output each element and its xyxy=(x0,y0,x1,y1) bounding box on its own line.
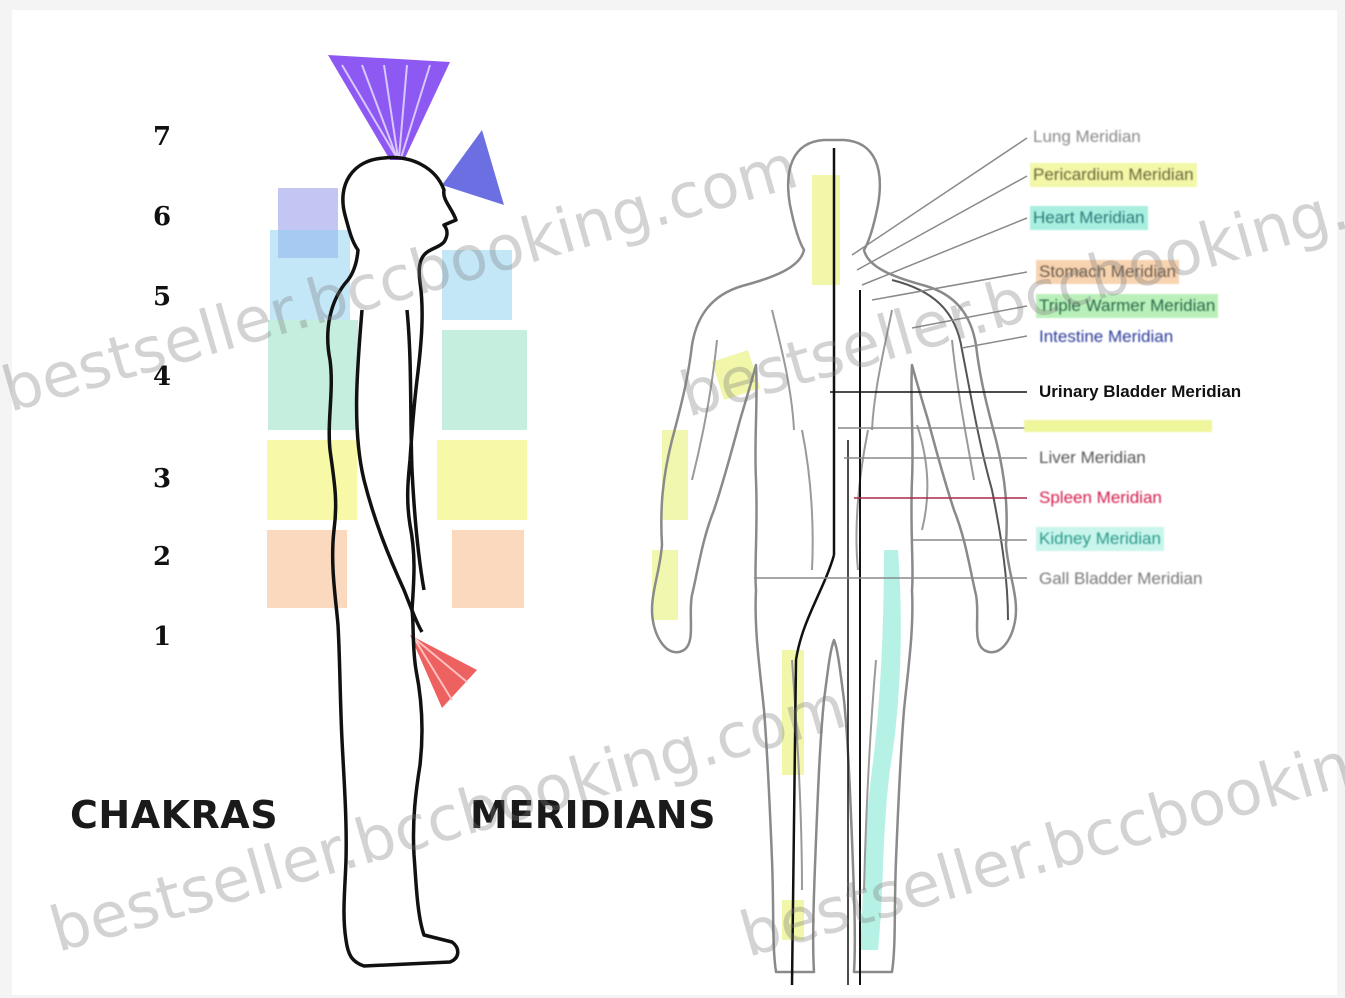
chakra-band-3-right xyxy=(437,440,527,520)
leader-lines xyxy=(754,138,1027,578)
third-eye-chakra-funnel xyxy=(442,130,504,205)
chakra-band-3 xyxy=(267,440,357,520)
chakra-number-3: 3 xyxy=(147,464,177,494)
meridian-label-pericardium: Pericardium Meridian xyxy=(1030,163,1197,187)
chakra-band-4 xyxy=(268,320,358,430)
meridian-label-intestine: Intestine Meridian xyxy=(1036,325,1176,349)
chakra-number-6: 6 xyxy=(147,202,177,232)
meridian-label-urinary-bladder: Urinary Bladder Meridian xyxy=(1036,380,1244,404)
meridian-label-heart: Heart Meridian xyxy=(1030,206,1148,230)
meridian-label-spleen: Spleen Meridian xyxy=(1036,486,1165,510)
chakras-title: CHAKRAS xyxy=(70,793,278,837)
meridians-title: MERIDIANS xyxy=(470,793,716,837)
pericardium-channel xyxy=(812,175,840,285)
meridian-label-lung: Lung Meridian xyxy=(1030,125,1144,149)
chakra-number-2: 2 xyxy=(147,542,177,572)
chakra-band-5 xyxy=(270,230,350,320)
meridian-label-gall-bladder: Gall Bladder Meridian xyxy=(1036,567,1205,591)
meridian-label-kidney: Kidney Meridian xyxy=(1036,527,1164,551)
chakra-number-5: 5 xyxy=(147,282,177,312)
diagram-canvas: 7 6 5 4 3 2 1 CHAKRAS MERIDIANS Lung Mer… xyxy=(12,10,1337,995)
meridian-label-triple-warmer: Triple Warmer Meridian xyxy=(1036,294,1218,318)
chakra-number-1: 1 xyxy=(147,622,177,652)
chakra-number-4: 4 xyxy=(147,362,177,392)
crown-chakra-funnel xyxy=(328,55,450,160)
chakra-band-5-right xyxy=(442,250,512,320)
arm-meridian-line xyxy=(892,280,1008,620)
chakra-band-4-right xyxy=(442,330,527,430)
chakra-band-2-right xyxy=(452,530,524,608)
meridian-figure xyxy=(652,140,1016,985)
meridian-label-stomach: Stomach Meridian xyxy=(1036,260,1179,284)
chakra-number-7: 7 xyxy=(147,122,177,152)
meridian-label-liver: Liver Meridian xyxy=(1036,446,1149,470)
meridian-label-highlight-bar xyxy=(1024,420,1212,432)
chakra-bands xyxy=(267,188,527,608)
